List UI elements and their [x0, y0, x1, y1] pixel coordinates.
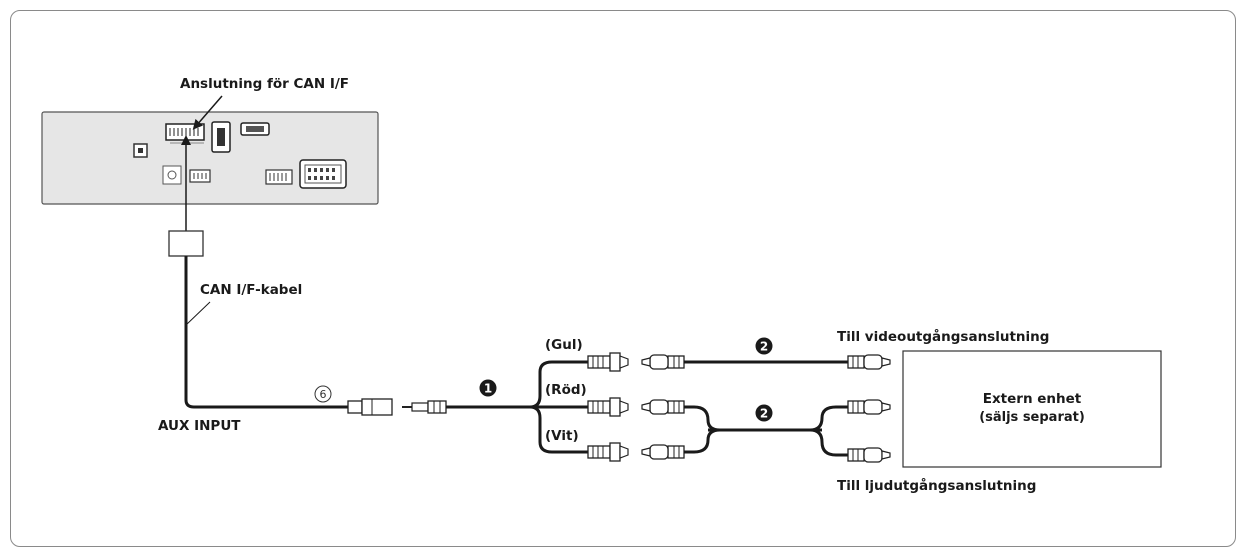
marker-2-video: 2: [755, 337, 773, 355]
to-video-out-label: Till videoutgångsanslutning: [837, 328, 1049, 345]
can-if-module: [168, 230, 204, 257]
yellow-label: (Gul): [545, 337, 583, 353]
rca-plug-device-audio-r: [847, 447, 891, 463]
marker-2-audio: 2: [755, 404, 773, 422]
to-audio-out-label: Till ljudutgångsanslutning: [837, 477, 1036, 494]
panel-hdmi-port: [240, 122, 270, 136]
aux-cable: [184, 399, 348, 409]
cable-2-audio-split-up: [809, 405, 848, 432]
panel-round-port: [162, 165, 182, 185]
panel-usb-port: [211, 121, 231, 153]
marker-1: 1: [479, 379, 497, 397]
aux-plug: [402, 400, 447, 414]
can-cable-leader: [185, 301, 211, 326]
diagram-frame: [10, 10, 1236, 547]
can-connection-label: Anslutning för CAN I/F: [180, 76, 349, 92]
svg-text:1: 1: [484, 382, 492, 396]
head-unit-body: [41, 111, 379, 205]
svg-text:2: 2: [760, 407, 768, 421]
rca-plug-red: [587, 397, 629, 417]
can-port-arrow: [192, 95, 223, 130]
cable-2-audio-red: [684, 405, 721, 432]
svg-text:2: 2: [760, 340, 768, 354]
can-if-port: [165, 123, 205, 144]
aux-female-socket: [347, 398, 393, 416]
rca-plug-white: [587, 442, 629, 462]
rca-plug-device-audio-l: [847, 399, 891, 415]
panel-mid-connector: [265, 169, 293, 185]
rca-plug-cable2-red-left: [641, 399, 685, 415]
panel-main-connector: [299, 159, 347, 189]
external-device-sublabel: (säljs separat): [979, 410, 1085, 425]
marker-6: 6: [314, 385, 332, 403]
can-cable-label: CAN I/F-kabel: [200, 282, 302, 298]
panel-small-connector: [189, 169, 211, 183]
white-label: (Vit): [545, 428, 579, 444]
rca-plug-device-video: [847, 354, 891, 370]
red-label: (Röd): [545, 382, 587, 398]
aux-input-label: AUX INPUT: [158, 418, 241, 434]
rca-plug-yellow: [587, 352, 629, 372]
head-unit: [41, 111, 379, 205]
rca-plug-cable2-video-left: [641, 354, 685, 370]
svg-text:6: 6: [320, 388, 327, 401]
external-device-box: [902, 350, 1162, 468]
branch-white: [529, 405, 588, 454]
cable-2-audio-split-down: [809, 428, 848, 457]
external-device-label: Extern enhet: [983, 391, 1082, 407]
cable-2-audio-white: [684, 428, 721, 454]
rca-plug-cable2-white-left: [641, 444, 685, 460]
